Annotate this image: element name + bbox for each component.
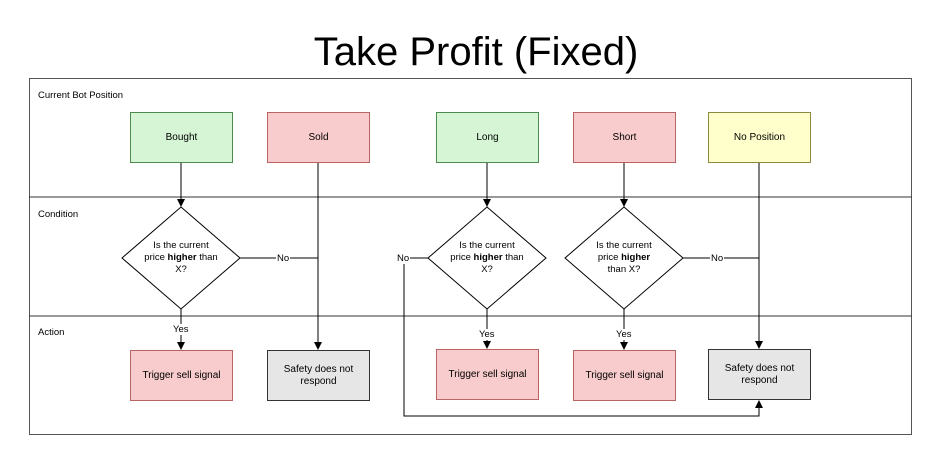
condition-text-x: X? [175,264,187,275]
edge-label-yes-3: Yes [615,329,633,340]
action-trigger-sell-2[interactable]: Trigger sell signal [436,349,539,400]
condition-text-price: price [450,252,471,263]
position-sold[interactable]: Sold [267,112,370,163]
condition-text-than: than [505,252,524,263]
connector-condition2-no [403,257,763,417]
position-short[interactable]: Short [573,112,676,163]
condition-text-bold: higher [621,252,651,263]
condition-text-than: than [607,264,627,275]
position-no-position[interactable]: No Position [708,112,811,163]
lane-label-position: Current Bot Position [38,90,124,101]
lane-label-action: Action [38,327,65,338]
action-trigger-sell-3[interactable]: Trigger sell signal [573,350,676,401]
edge-label-yes-2: Yes [478,329,496,340]
edge-label-no-3: No [710,253,725,264]
condition-text-x: X? [628,264,641,275]
condition-text-than: than [199,252,218,263]
edge-label-no-1: No [276,253,291,264]
swimlane-frame [29,78,912,435]
position-bought[interactable]: Bought [130,112,233,163]
condition-text-prefix: Is the current [596,240,652,251]
condition-1-text: Is the current price higher than X? [139,240,223,276]
condition-text-bold: higher [473,252,503,263]
edge-label-no-2: No [396,253,411,264]
diagram-title: Take Profit (Fixed) [313,30,639,74]
action-safety-1[interactable]: Safety does not respond [267,350,370,401]
action-trigger-sell-1[interactable]: Trigger sell signal [130,350,233,401]
condition-text-price: price [597,252,619,263]
lane-label-condition: Condition [38,209,79,220]
condition-2-text: Is the current price higher than X? [445,240,529,276]
condition-text-prefix: Is the current [459,240,515,251]
action-safety-2[interactable]: Safety does not respond [708,349,811,400]
condition-3-text: Is the current price higher than X? [582,240,666,276]
condition-text-x: X? [481,264,493,275]
edge-label-yes-1: Yes [172,324,190,335]
position-long[interactable]: Long [436,112,539,163]
condition-text-bold: higher [167,252,197,263]
condition-text-prefix: Is the current [153,240,209,251]
condition-text-price: price [144,252,165,263]
